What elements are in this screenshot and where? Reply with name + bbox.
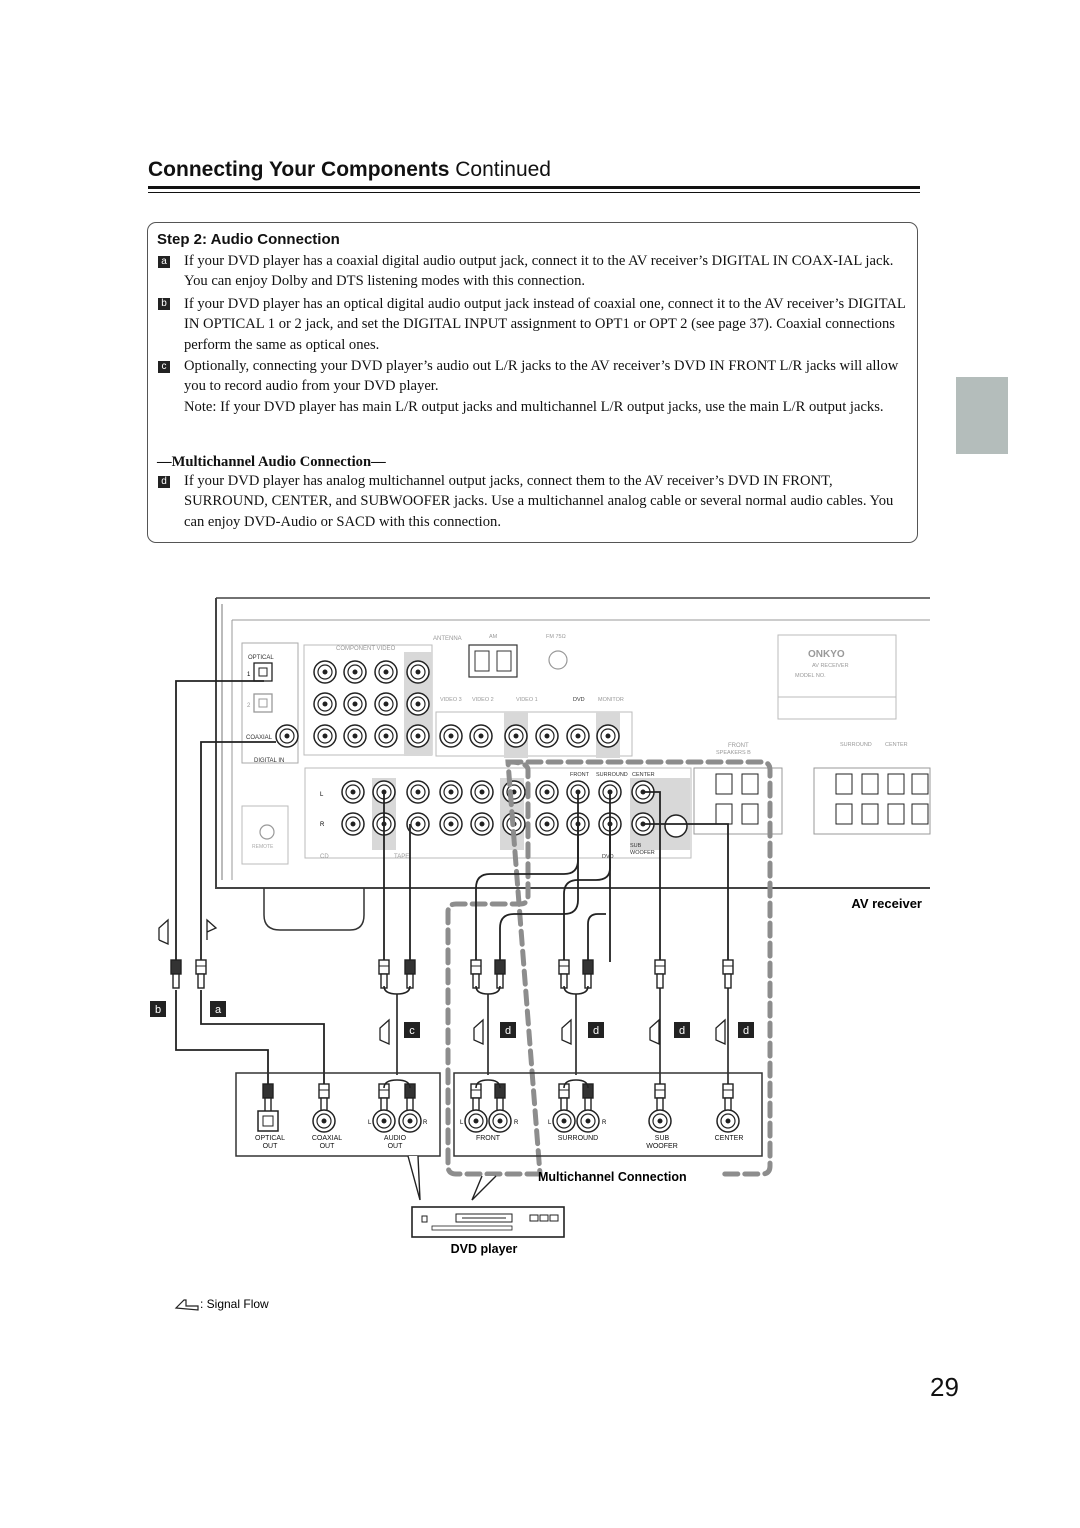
multichannel-title: —Multichannel Audio Connection— bbox=[157, 454, 386, 470]
header-title: Connecting Your Components bbox=[148, 158, 450, 181]
rx-digital-in-label: DIGITAL IN bbox=[254, 758, 284, 764]
svg-text:FM 75Ω: FM 75Ω bbox=[546, 634, 566, 640]
dvd-jack-label: SUB bbox=[655, 1135, 670, 1142]
svg-text:VIDEO 1: VIDEO 1 bbox=[516, 697, 538, 703]
svg-text:FRONT: FRONT bbox=[728, 743, 749, 749]
signal-flow-icon bbox=[174, 1299, 199, 1311]
svg-text:DVD: DVD bbox=[602, 854, 614, 860]
svg-text:MODEL NO.: MODEL NO. bbox=[795, 673, 826, 679]
rx-brand: ONKYO bbox=[808, 649, 845, 660]
dvd-jack-sublabel: OUT bbox=[320, 1143, 336, 1150]
marker-d-diagram: d bbox=[505, 1025, 511, 1037]
svg-text:CD: CD bbox=[320, 854, 329, 860]
section-tab bbox=[956, 377, 1008, 454]
rx-component-video-label: COMPONENT VIDEO bbox=[336, 646, 396, 652]
instruction-box bbox=[147, 222, 918, 543]
diagram-markers: b a c d d d d bbox=[150, 1001, 754, 1038]
svg-text:R: R bbox=[320, 822, 325, 828]
dvd-jack-sublabel: OUT bbox=[263, 1143, 279, 1150]
header-rule bbox=[148, 186, 920, 189]
dvd-jack-sublabel: WOOFER bbox=[646, 1143, 678, 1150]
svg-text:R: R bbox=[514, 1120, 519, 1126]
svg-text:VIDEO 2: VIDEO 2 bbox=[472, 697, 494, 703]
svg-text:2: 2 bbox=[247, 703, 251, 709]
svg-text:CENTER: CENTER bbox=[632, 772, 655, 778]
av-receiver-label: AV receiver bbox=[851, 896, 922, 911]
dvd-jack-sublabel: OUT bbox=[388, 1143, 404, 1150]
svg-text:VIDEO 3: VIDEO 3 bbox=[440, 697, 462, 703]
svg-text:AV RECEIVER: AV RECEIVER bbox=[812, 663, 849, 669]
dvd-jack-label: SURROUND bbox=[558, 1135, 598, 1142]
header-rule-thin bbox=[148, 192, 920, 193]
marker-d: d bbox=[158, 476, 170, 488]
svg-text:SURROUND: SURROUND bbox=[840, 742, 872, 748]
callout-left bbox=[407, 1155, 421, 1201]
svg-text:WOOFER: WOOFER bbox=[630, 850, 655, 856]
svg-text:DVD: DVD bbox=[573, 697, 585, 703]
dvd-jack-label: CENTER bbox=[715, 1135, 744, 1142]
callout-right bbox=[471, 1175, 497, 1201]
svg-text:AM: AM bbox=[489, 634, 498, 640]
svg-text:SURROUND: SURROUND bbox=[596, 772, 628, 778]
marker-d-diagram: d bbox=[679, 1025, 685, 1037]
rx-coaxial-label: COAXIAL bbox=[246, 735, 273, 741]
paragraph-a: If your DVD player has a coaxial digital… bbox=[184, 253, 894, 290]
page-number: 29 bbox=[930, 1372, 959, 1402]
dvd-jack-label: FRONT bbox=[476, 1135, 501, 1142]
paragraph-b: If your DVD player has an optical digita… bbox=[184, 296, 906, 353]
cables bbox=[175, 680, 729, 1092]
svg-text:R: R bbox=[602, 1120, 607, 1126]
marker-c: c bbox=[158, 361, 170, 373]
paragraph-c: Optionally, connecting your DVD player’s… bbox=[184, 358, 899, 395]
svg-text:TAPE: TAPE bbox=[394, 854, 409, 860]
svg-text:MONITOR: MONITOR bbox=[598, 697, 624, 703]
header-continued: Continued bbox=[455, 158, 551, 181]
paragraph-d: If your DVD player has analog multichann… bbox=[184, 473, 894, 530]
marker-d-diagram: d bbox=[743, 1025, 749, 1037]
signal-flow-arrows bbox=[158, 918, 726, 1046]
marker-d-diagram: d bbox=[593, 1025, 599, 1037]
svg-text:L: L bbox=[460, 1120, 464, 1126]
page-header: Connecting Your Components Continued bbox=[148, 158, 551, 182]
svg-text:CENTER: CENTER bbox=[885, 742, 908, 748]
svg-text:FRONT: FRONT bbox=[570, 772, 590, 778]
dvd-jack-label: OPTICAL bbox=[255, 1135, 285, 1142]
dvd-jack-label: COAXIAL bbox=[312, 1135, 342, 1142]
note-text: Note: If your DVD player has main L/R ou… bbox=[184, 399, 884, 415]
marker-b-diagram: b bbox=[155, 1004, 161, 1016]
svg-text:R: R bbox=[423, 1120, 428, 1126]
dvd-player-device bbox=[411, 1206, 565, 1238]
dvd-jack-label: AUDIO bbox=[384, 1135, 407, 1142]
rx-antenna-label: ANTENNA bbox=[433, 636, 462, 642]
svg-text:SPEAKERS B: SPEAKERS B bbox=[716, 750, 751, 756]
marker-b: b bbox=[158, 298, 170, 310]
marker-a: a bbox=[158, 256, 170, 268]
svg-text:SUB: SUB bbox=[630, 843, 642, 849]
multichannel-connection-label: Multichannel Connection bbox=[538, 1170, 687, 1184]
svg-text:L: L bbox=[368, 1120, 372, 1126]
av-receiver-panel: OPTICAL 1 2 COAXIAL DIGITAL IN REMOTE CO… bbox=[215, 597, 931, 931]
rx-remote-label: REMOTE bbox=[252, 844, 274, 850]
step-title: Step 2: Audio Connection bbox=[157, 231, 340, 248]
marker-a-diagram: a bbox=[215, 1004, 222, 1016]
dvd-jack-labels: OPTICAL OUT COAXIAL OUT AUDIO OUT FRONT … bbox=[255, 1135, 743, 1150]
svg-text:L: L bbox=[320, 792, 324, 798]
rx-audio-jacks bbox=[341, 780, 688, 838]
marker-c-diagram: c bbox=[409, 1025, 415, 1037]
multichannel-loop bbox=[445, 759, 773, 1177]
signal-flow-label: : Signal Flow bbox=[200, 1297, 269, 1311]
svg-text:1: 1 bbox=[247, 672, 251, 678]
svg-text:L: L bbox=[548, 1120, 552, 1126]
rx-optical-label: OPTICAL bbox=[248, 655, 274, 661]
dvd-player-label: DVD player bbox=[451, 1242, 518, 1256]
upper-plugs bbox=[170, 959, 734, 1092]
